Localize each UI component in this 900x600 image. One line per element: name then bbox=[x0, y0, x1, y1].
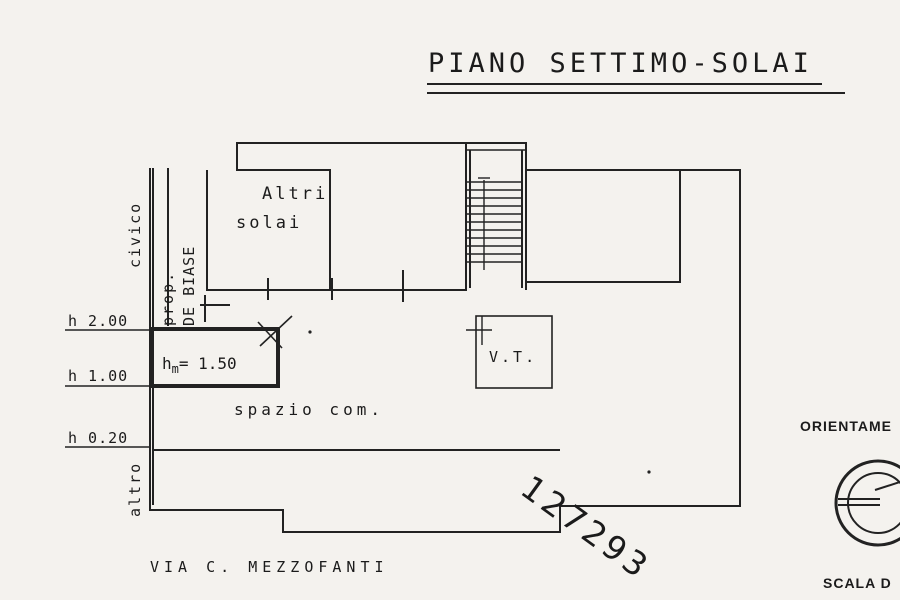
height-label-1-00: h 1.00 bbox=[68, 367, 129, 385]
side-label-prop: prop. bbox=[159, 270, 177, 326]
room-label-spazio-comune: spazio com. bbox=[234, 400, 384, 419]
side-label-altro: altro bbox=[126, 461, 144, 517]
height-label-2-00: h 2.00 bbox=[68, 312, 129, 330]
stair-treads bbox=[466, 149, 526, 270]
building-outline bbox=[149, 142, 741, 533]
street-label: VIA C. MEZZOFANTI bbox=[150, 558, 389, 576]
hm-area bbox=[150, 327, 280, 388]
scale-label: SCALA D bbox=[823, 575, 892, 591]
room-label-altri: Altri bbox=[262, 184, 329, 204]
orientation-label: ORIENTAME bbox=[800, 418, 892, 434]
room-label-solai: solai bbox=[236, 213, 303, 233]
right-wing-wall bbox=[526, 170, 681, 283]
page-title: PIANO SETTIMO-SOLAI bbox=[428, 48, 813, 79]
side-label-civico: civico bbox=[126, 201, 144, 268]
compass-outer bbox=[834, 459, 900, 547]
altri-solai-wall bbox=[206, 170, 466, 291]
height-label-0-20: h 0.20 bbox=[68, 429, 129, 447]
compass-inner bbox=[847, 472, 900, 534]
vt-box bbox=[475, 315, 553, 389]
side-label-de-biase: DE BIASE bbox=[180, 245, 198, 326]
room-label-vt: V.T. bbox=[489, 348, 538, 366]
average-height-label: hm= 1.50 bbox=[162, 354, 237, 377]
